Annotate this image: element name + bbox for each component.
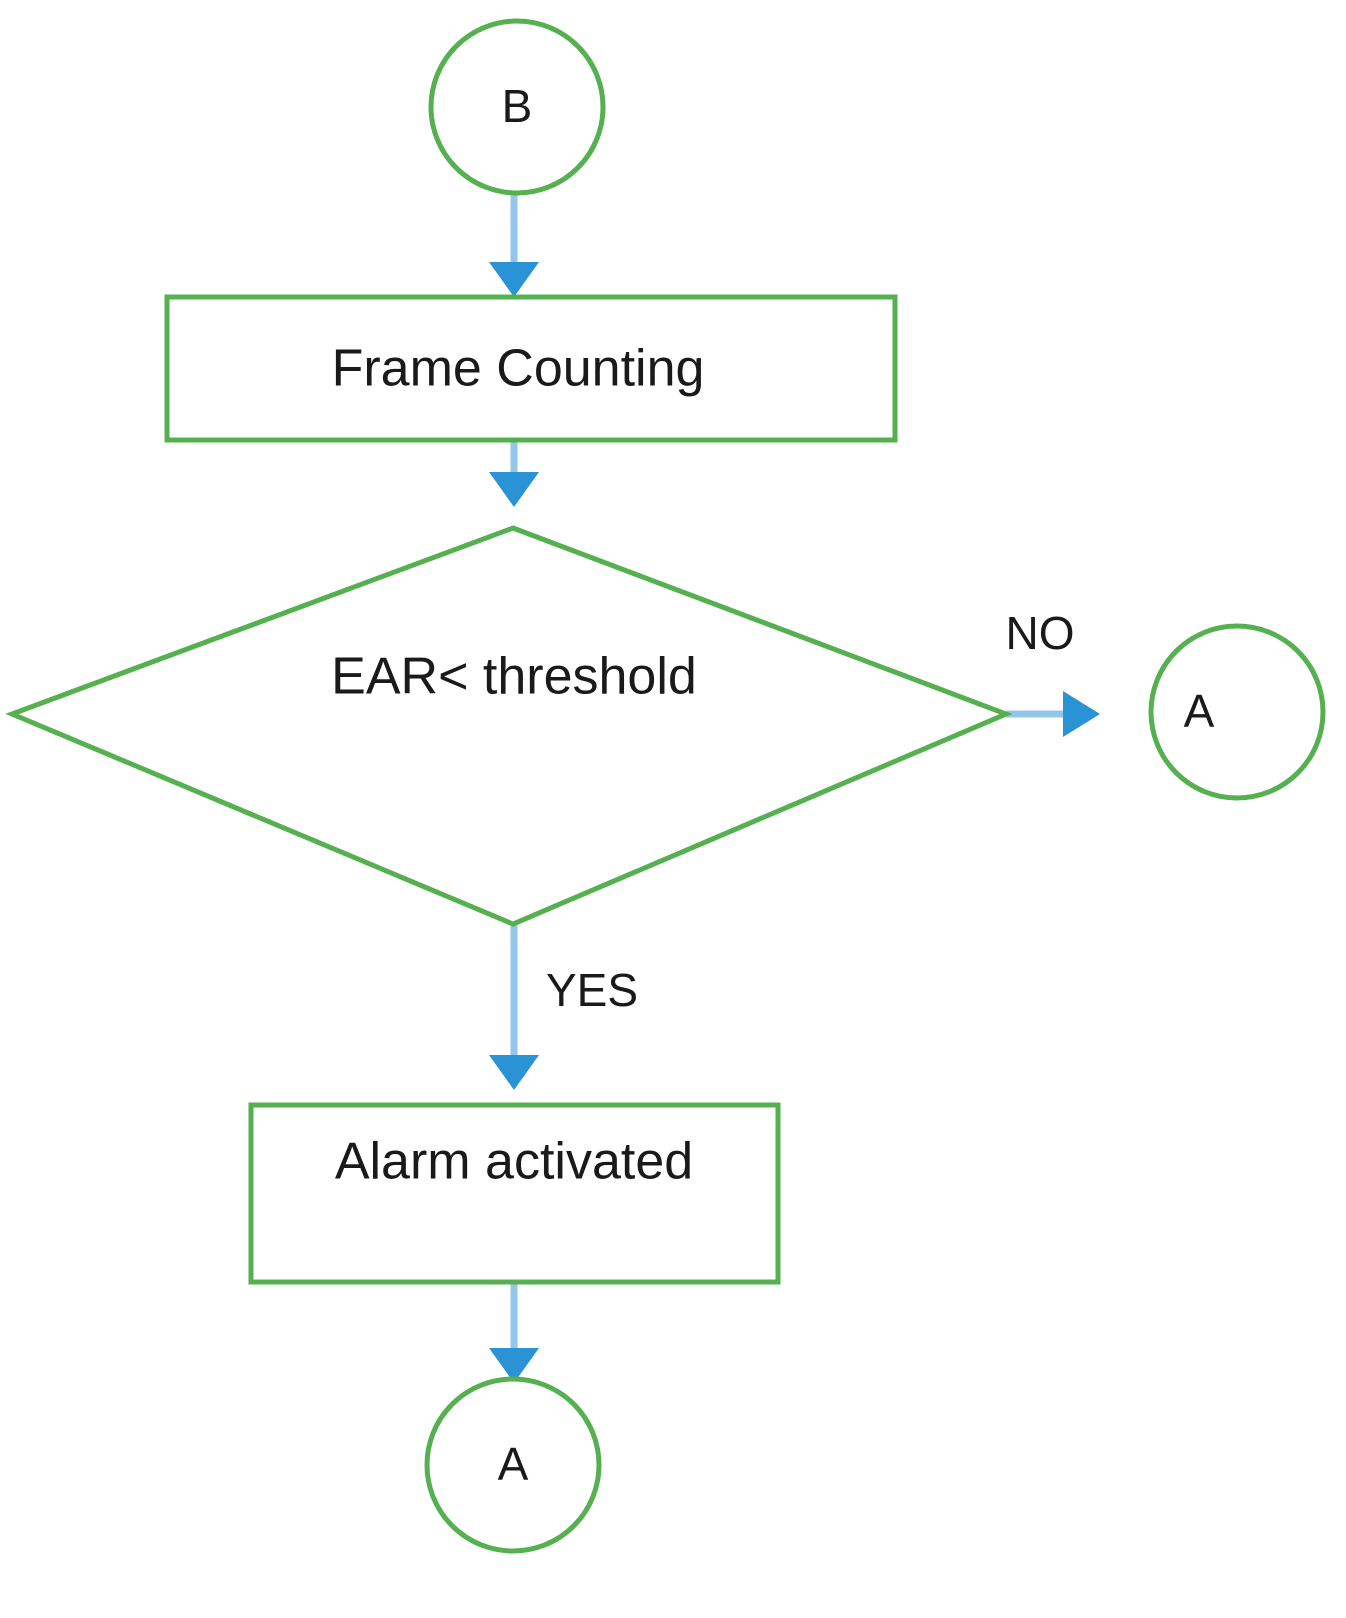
edge-decision-to-a-no	[1006, 691, 1100, 737]
node-terminal-a-end[interactable]: A	[424, 1376, 602, 1554]
arrowhead-icon	[489, 1055, 539, 1090]
node-terminal-b[interactable]: B	[428, 18, 606, 196]
node-terminal-b-label: B	[502, 80, 533, 132]
rect-shape	[164, 294, 898, 443]
edge-alarm-to-a-end	[489, 1282, 539, 1383]
node-process-alarm-activated[interactable]: Alarm activated	[248, 1102, 781, 1285]
edge-decision-to-alarm	[489, 925, 539, 1090]
node-terminal-a-no-label: A	[1184, 685, 1215, 737]
arrowhead-icon	[489, 1348, 539, 1383]
node-decision-ear-threshold[interactable]: EAR< threshold	[5, 525, 1013, 927]
edge-frame-counting-to-decision	[489, 440, 539, 507]
node-terminal-a-end-label: A	[498, 1438, 529, 1490]
circle-shape	[428, 18, 606, 196]
arrowhead-icon	[489, 472, 539, 507]
edge-label-yes: YES	[546, 964, 638, 1016]
edge-b-to-frame-counting	[489, 192, 539, 297]
node-process-alarm-activated-label: Alarm activated	[335, 1133, 693, 1191]
arrowhead-icon	[1063, 691, 1100, 737]
rect-shape	[248, 1102, 781, 1285]
arrowhead-icon	[489, 262, 539, 297]
edge-label-no: NO	[1006, 607, 1075, 659]
circle-shape	[1148, 623, 1326, 801]
node-terminal-a-no[interactable]: A	[1148, 623, 1326, 801]
circle-shape	[424, 1376, 602, 1554]
diamond-shape	[5, 525, 1013, 927]
node-process-frame-counting-label: Frame Counting	[332, 340, 705, 398]
node-process-frame-counting[interactable]: Frame Counting	[164, 294, 898, 443]
node-decision-ear-threshold-label: EAR< threshold	[331, 648, 697, 706]
